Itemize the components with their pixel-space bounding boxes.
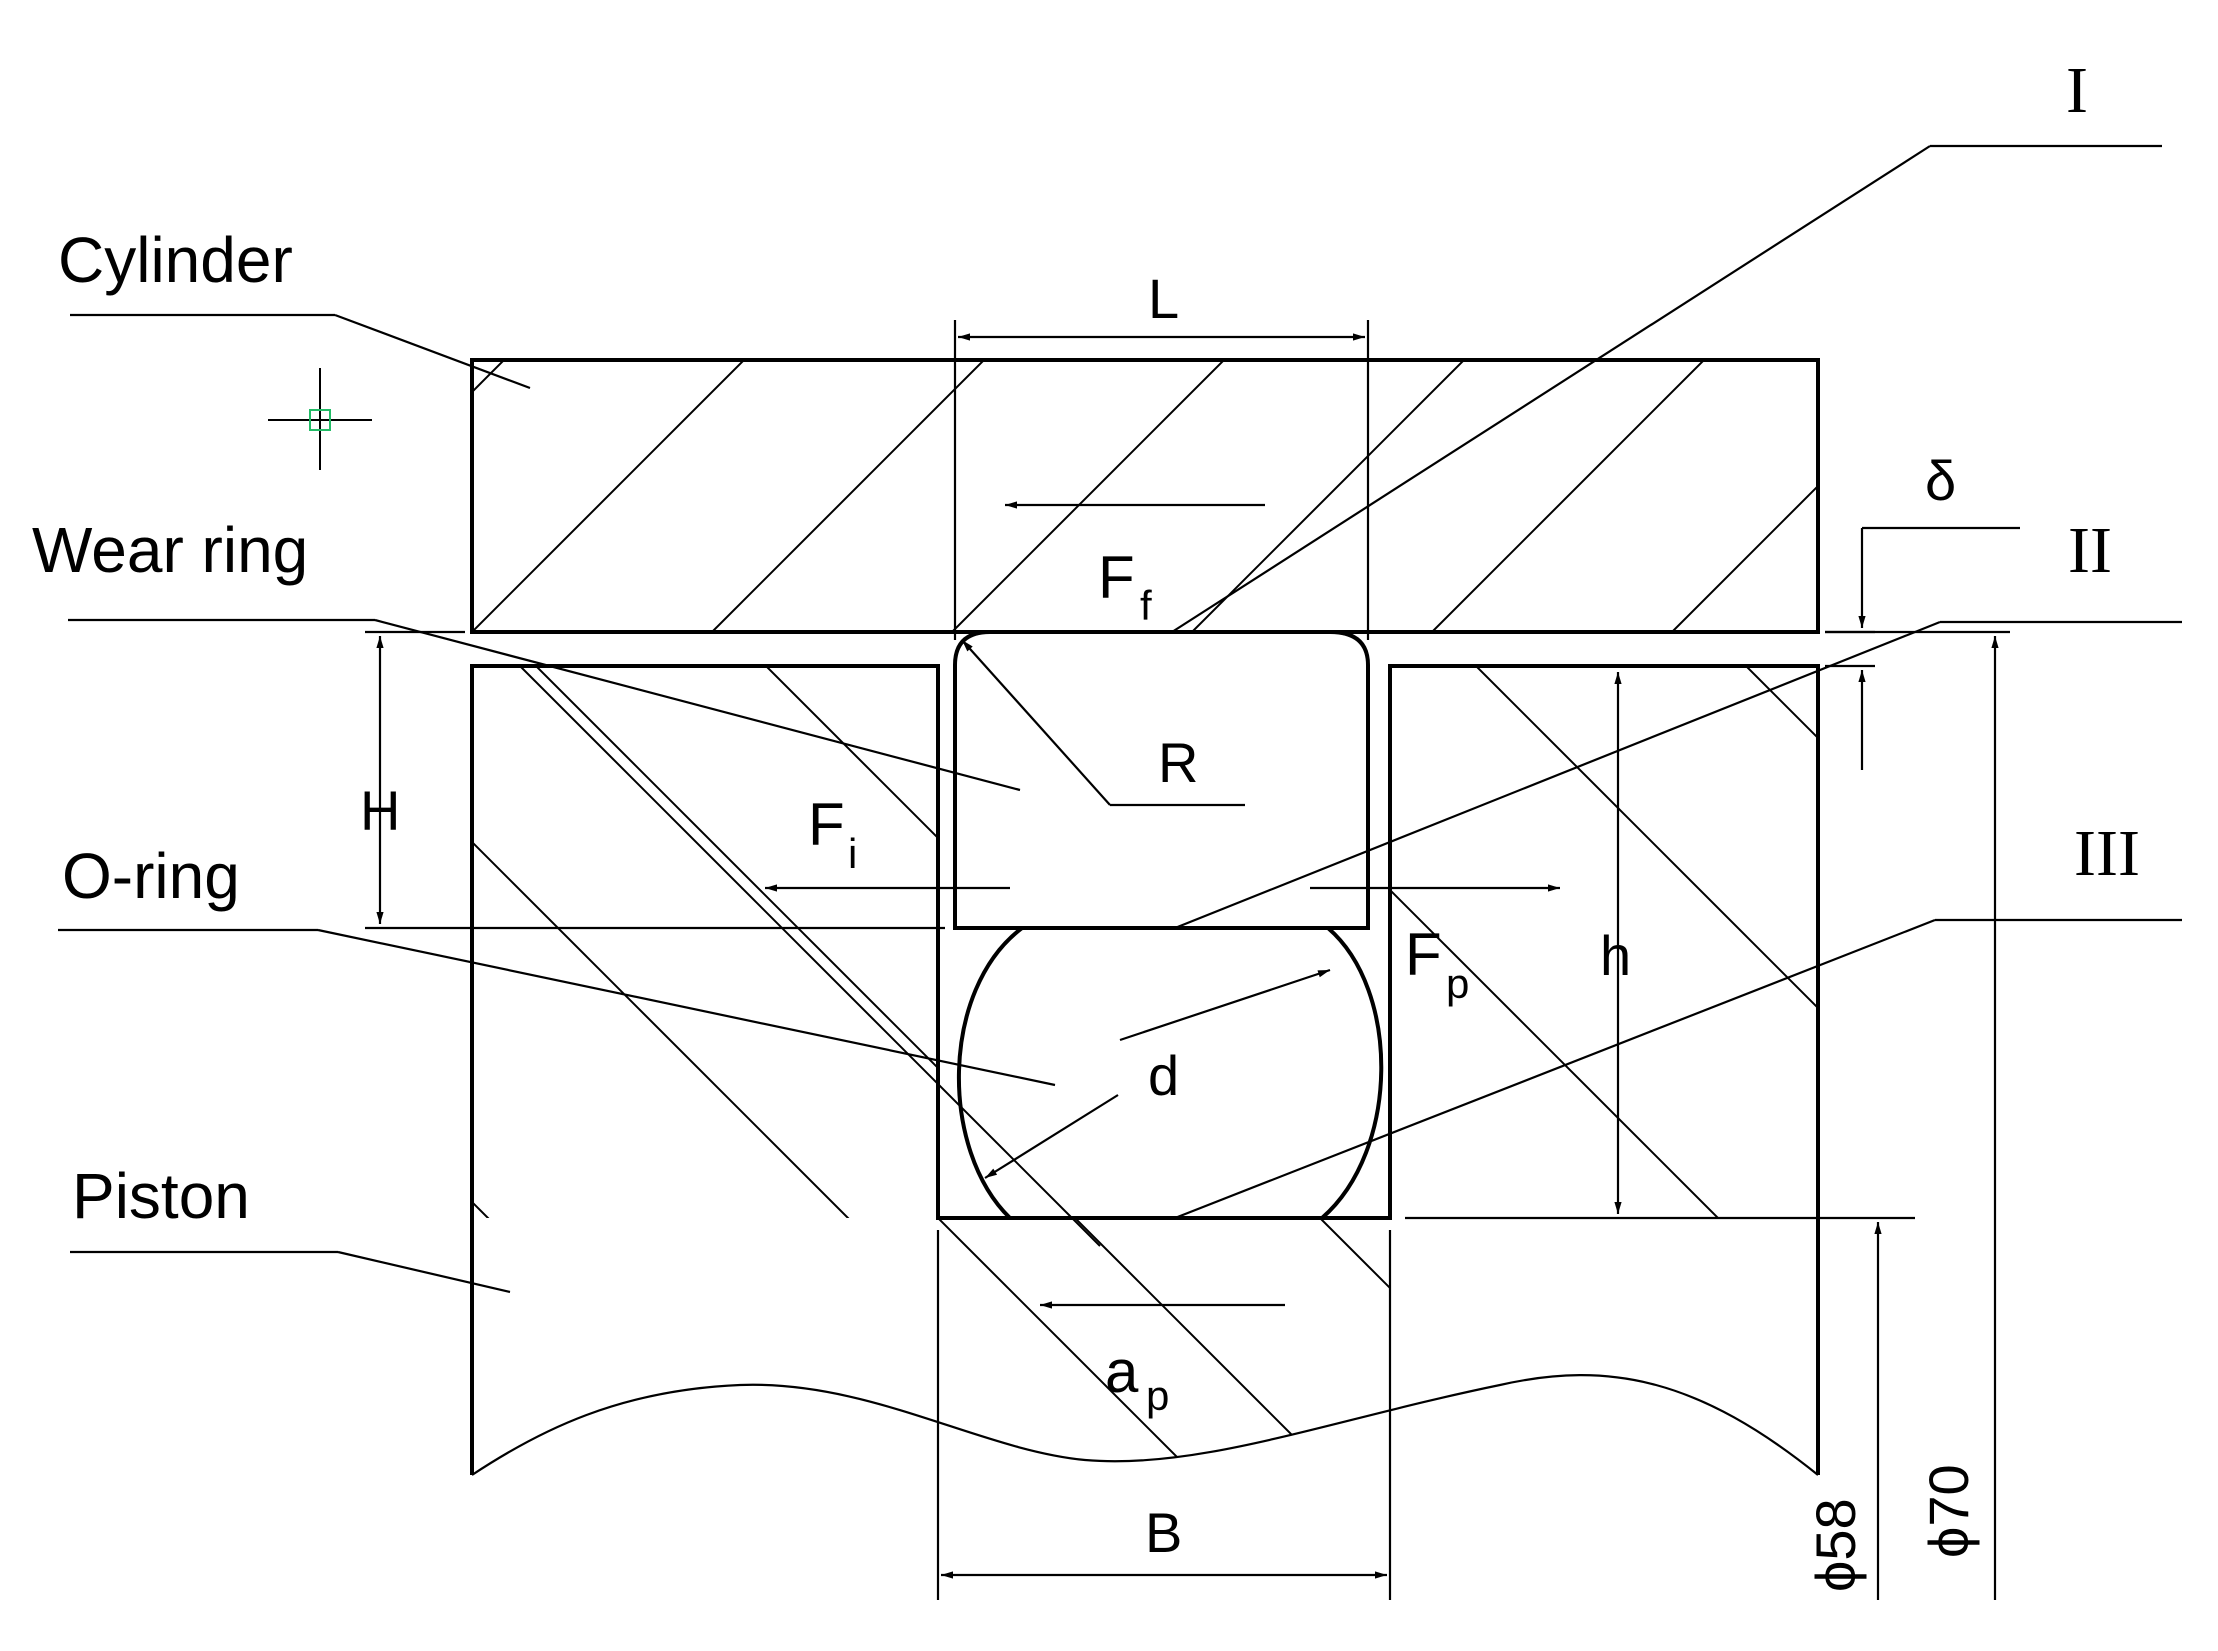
- dim-label-delta: δ: [1925, 449, 1956, 512]
- force-label-Fp: F p: [1405, 921, 1469, 1007]
- zone-label-3: III: [2074, 817, 2140, 890]
- label-wear-ring: Wear ring: [32, 514, 308, 586]
- svg-text:a: a: [1105, 1338, 1139, 1405]
- piston-body: [470, 664, 1820, 1476]
- o-ring: [956, 926, 1384, 1220]
- zone-label-2: II: [2068, 514, 2112, 587]
- cylinder-body: [470, 358, 1820, 634]
- label-piston: Piston: [72, 1160, 250, 1232]
- cursor-crosshair-icon: [268, 368, 372, 470]
- dim-label-h: h: [1600, 924, 1631, 987]
- svg-text:f: f: [1140, 582, 1152, 629]
- svg-text:F: F: [808, 791, 845, 858]
- svg-text:F: F: [1098, 544, 1135, 611]
- svg-text:p: p: [1446, 960, 1469, 1007]
- svg-text:p: p: [1146, 1372, 1169, 1419]
- zone-label-1: I: [2066, 54, 2088, 127]
- force-label-Fi: F i: [808, 791, 857, 877]
- dim-label-B: B: [1145, 1501, 1182, 1564]
- dim-label-dia-58: ϕ58: [1804, 1498, 1867, 1592]
- svg-text:i: i: [848, 830, 857, 877]
- dim-label-L: L: [1148, 267, 1179, 330]
- dim-label-d: d: [1148, 1044, 1179, 1107]
- force-label-Ff: F f: [1098, 544, 1152, 629]
- svg-text:F: F: [1405, 921, 1442, 988]
- label-cylinder: Cylinder: [58, 224, 293, 296]
- accel-label-ap: a p: [1105, 1338, 1169, 1419]
- label-o-ring: O-ring: [62, 840, 240, 912]
- dim-label-dia-70: ϕ70: [1917, 1464, 1980, 1558]
- dim-label-H: H: [360, 779, 400, 842]
- dim-label-R: R: [1158, 731, 1198, 794]
- wear-ring: [953, 630, 1370, 930]
